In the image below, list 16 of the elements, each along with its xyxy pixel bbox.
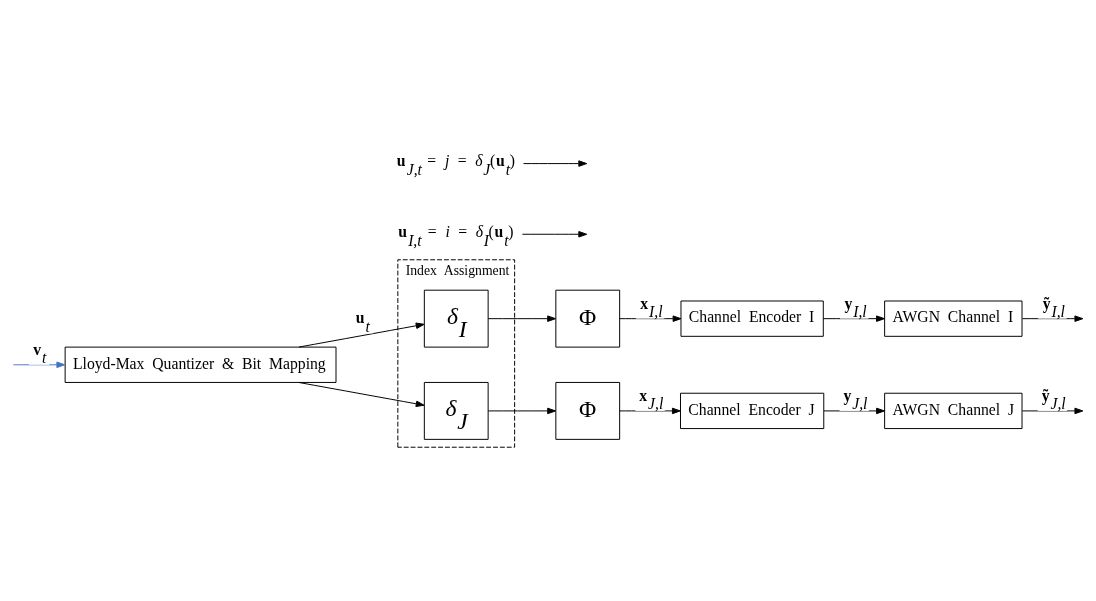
arrow	[823, 407, 885, 415]
node-box: Φ	[555, 381, 621, 440]
arrow	[298, 322, 425, 348]
arrow	[521, 231, 588, 238]
node-box: Lloyd-Max Quantizer & Bit Mapping	[64, 346, 337, 383]
arrow	[523, 160, 588, 167]
arrow	[619, 407, 681, 415]
arrow	[487, 315, 557, 322]
arrow	[1021, 407, 1084, 415]
arrow	[298, 382, 425, 408]
node-box: Channel Encoder J	[680, 392, 825, 430]
node-box: Φ	[555, 289, 621, 348]
arrow	[487, 407, 557, 415]
node-box: AWGN Channel J	[884, 392, 1023, 430]
node-box: AWGN Channel I	[884, 300, 1023, 337]
node-box: Channel Encoder I	[680, 300, 824, 337]
